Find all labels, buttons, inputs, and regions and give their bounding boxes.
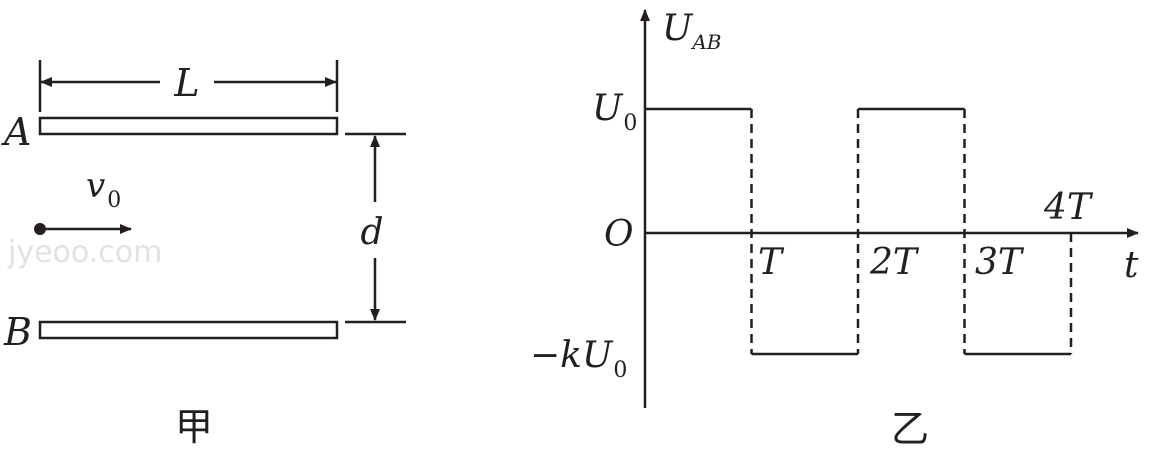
caption-jia: 甲 [175, 405, 213, 449]
tick-label-t2: 2T [869, 242, 920, 283]
caption-yi: 乙 [891, 407, 929, 451]
velocity-label: v0 [86, 166, 121, 213]
plate-b-label: B [3, 310, 32, 354]
watermark: jyeoo.com [7, 235, 162, 270]
figure-yi: UAB t O U0 −kU0 T 2T 3T 4T 乙 [530, 8, 1139, 451]
tick-label-t3: 3T [975, 242, 1025, 283]
tick-label-t4: 4T [1043, 187, 1094, 228]
high-level-label: U0 [592, 88, 637, 136]
x-axis-label: t [1124, 245, 1139, 286]
particle [34, 223, 46, 235]
length-label: L [173, 61, 199, 105]
y-axis-label: UAB [662, 8, 721, 54]
tick-label-t1: T [758, 242, 785, 283]
low-level-label: −kU0 [530, 335, 627, 383]
gap-label: d [360, 212, 383, 253]
plate-a [38, 116, 339, 136]
plate-b [38, 320, 339, 340]
plate-a-label: A [1, 110, 31, 154]
figure-jia: jyeoo.com L A B d v0 甲 [1, 60, 406, 449]
origin-label: O [604, 214, 634, 255]
waveform [645, 107, 1073, 356]
